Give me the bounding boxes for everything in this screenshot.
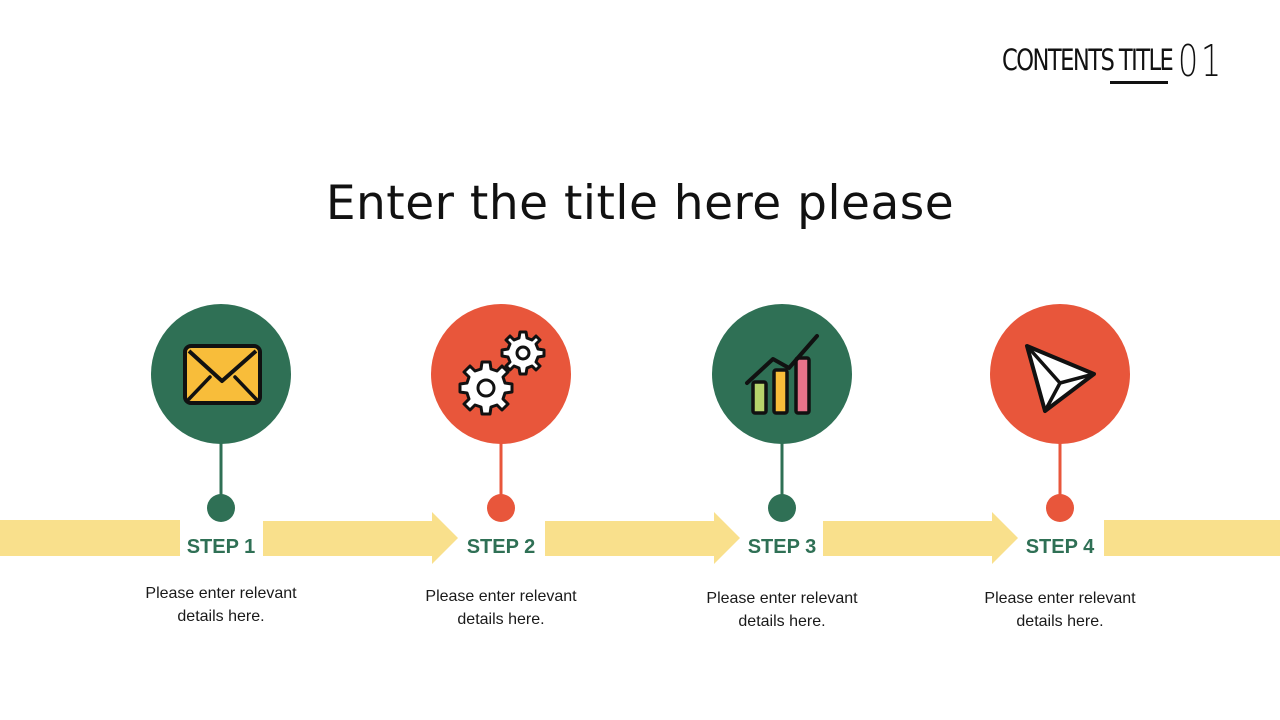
step-node-1 — [151, 304, 291, 522]
step-label-1: STEP 1 — [186, 536, 256, 558]
arrow-segment-2 — [545, 512, 740, 564]
step-dot-2 — [487, 494, 515, 522]
arrow-segment-3 — [823, 512, 1018, 564]
step-description-2-line-1: Please enter relevant — [425, 588, 577, 605]
contents-header: CONTENTS TITLE 01 — [1000, 38, 1230, 90]
page-title: Enter the title here please — [325, 176, 955, 231]
step-description-2-line-2: details here. — [457, 611, 545, 628]
arrow-band — [0, 512, 1280, 564]
step-description-1-line-2: details here. — [177, 608, 265, 625]
step-label-2: STEP 2 — [466, 536, 536, 558]
step-dot-4 — [1046, 494, 1074, 522]
step-label-4: STEP 4 — [1025, 536, 1095, 558]
step-description-1-line-1: Please enter relevant — [145, 585, 297, 602]
header-underline — [1110, 81, 1168, 84]
arrow-segment-tail — [1104, 520, 1280, 556]
gears-icon — [458, 330, 546, 416]
step-node-4 — [990, 304, 1130, 522]
step-dot-1 — [207, 494, 235, 522]
step-description-2: Please enter relevant details here. — [401, 585, 601, 631]
step-description-3: Please enter relevant details here. — [682, 587, 882, 633]
contents-title-label: CONTENTS TITLE — [1002, 43, 1174, 77]
arrow-segment-lead — [0, 520, 180, 556]
arrow-segment-1 — [263, 512, 458, 564]
envelope-icon — [183, 344, 262, 405]
step-label-3: STEP 3 — [747, 536, 817, 558]
step-description-1: Please enter relevant details here. — [121, 582, 321, 628]
step-node-3 — [712, 304, 852, 522]
step-node-2 — [431, 304, 571, 522]
step-description-4: Please enter relevant details here. — [960, 587, 1160, 633]
step-description-3-line-2: details here. — [738, 613, 826, 630]
step-description-4-line-1: Please enter relevant — [984, 590, 1136, 607]
step-description-3-line-1: Please enter relevant — [706, 590, 858, 607]
growth-chart-icon — [745, 334, 819, 415]
paper-plane-icon — [1025, 344, 1096, 413]
contents-number: 01 — [1178, 36, 1225, 87]
step-dot-3 — [768, 494, 796, 522]
step-description-4-line-2: details here. — [1016, 613, 1104, 630]
